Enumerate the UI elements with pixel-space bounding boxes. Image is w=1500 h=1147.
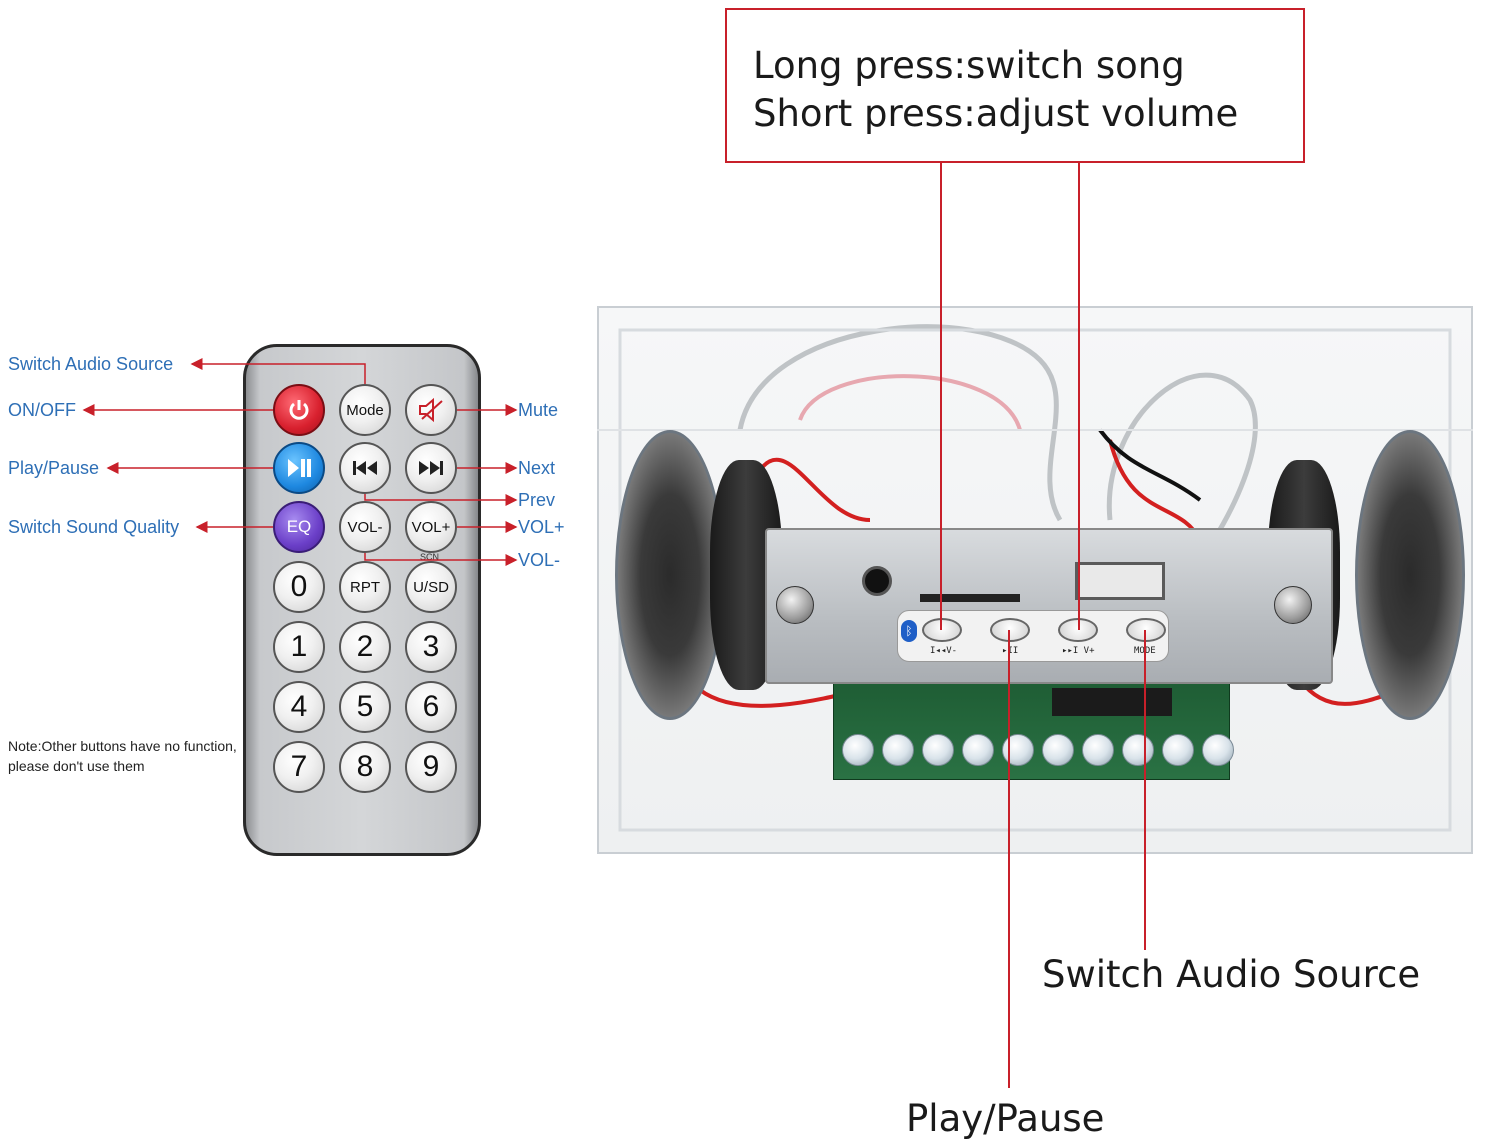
callout-box: Long press:switch song Short press:adjus…	[725, 8, 1305, 163]
led	[1042, 734, 1074, 766]
panel-screw-right	[1274, 586, 1312, 624]
remote-label-vol-plus: VOL+	[518, 517, 565, 537]
led	[882, 734, 914, 766]
digit-0-button[interactable]: 0	[273, 561, 325, 613]
panel-label-next: ▸▸I V+	[1062, 646, 1095, 656]
digit-3-button[interactable]: 3	[405, 621, 457, 673]
label-switch-audio-source: Switch Audio Source	[1042, 953, 1421, 996]
play-pause-remote-button[interactable]	[273, 442, 325, 494]
scn-label: SCN	[420, 552, 440, 562]
prev-remote-button[interactable]	[339, 442, 391, 494]
eq-button[interactable]: EQ	[273, 501, 325, 553]
remote-label-mute: Mute	[518, 400, 559, 420]
led	[1122, 734, 1154, 766]
remote-label-on-off: ON/OFF	[8, 400, 76, 420]
vol-up-remote-button[interactable]: VOL+	[405, 501, 457, 553]
digit-8-button[interactable]: 8	[339, 741, 391, 793]
digit-7-button[interactable]: 7	[273, 741, 325, 793]
prev-icon	[353, 461, 377, 475]
play-pause-icon	[288, 459, 311, 477]
digit-1-button[interactable]: 1	[273, 621, 325, 673]
usd-button[interactable]: U/SD	[405, 561, 457, 613]
led	[1202, 734, 1234, 766]
right-speaker	[1355, 430, 1465, 720]
panel-screw-left	[776, 586, 814, 624]
digit-2-button[interactable]: 2	[339, 621, 391, 673]
remote-label-play-pause: Play/Pause	[8, 458, 100, 478]
next-icon	[419, 461, 443, 475]
mute-button[interactable]	[405, 384, 457, 436]
digit-6-button[interactable]: 6	[405, 681, 457, 733]
tf-card-slot	[920, 594, 1020, 602]
digit-9-button[interactable]: 9	[405, 741, 457, 793]
remote-label-switch-sound-quality: Switch Sound Quality	[8, 517, 180, 537]
bluetooth-icon: ᛒ	[901, 620, 917, 642]
callout-line-long-press: Long press:switch song	[753, 44, 1185, 87]
panel-label-prev: I◂◂V-	[930, 646, 958, 656]
digit-5-button[interactable]: 5	[339, 681, 391, 733]
led	[962, 734, 994, 766]
rpt-button[interactable]: RPT	[339, 561, 391, 613]
vol-down-remote-button[interactable]: VOL-	[339, 501, 391, 553]
audio-jack	[862, 566, 892, 596]
next-remote-button[interactable]	[405, 442, 457, 494]
label-play-pause: Play/Pause	[906, 1097, 1105, 1140]
callout-line-short-press: Short press:adjust volume	[753, 92, 1239, 135]
ic-chip	[1052, 688, 1172, 716]
remote-label-next: Next	[518, 458, 556, 478]
panel-label-play: ▸II	[1002, 646, 1019, 656]
digit-4-button[interactable]: 4	[273, 681, 325, 733]
remote-label-prev: Prev	[518, 490, 556, 510]
power-button[interactable]	[273, 384, 325, 436]
led	[1002, 734, 1034, 766]
remote-label-switch-audio-source: Switch Audio Source	[8, 354, 174, 374]
remote-label-vol-minus: VOL-	[518, 550, 561, 570]
led	[922, 734, 954, 766]
usb-port	[1075, 562, 1165, 600]
led	[1082, 734, 1114, 766]
mode-remote-button[interactable]: Mode	[339, 384, 391, 436]
mute-icon	[419, 397, 443, 423]
led	[1162, 734, 1194, 766]
power-icon	[289, 400, 309, 420]
left-speaker	[615, 430, 725, 720]
note-text: Note:Other buttons have no function, ple…	[8, 738, 237, 774]
led	[842, 734, 874, 766]
